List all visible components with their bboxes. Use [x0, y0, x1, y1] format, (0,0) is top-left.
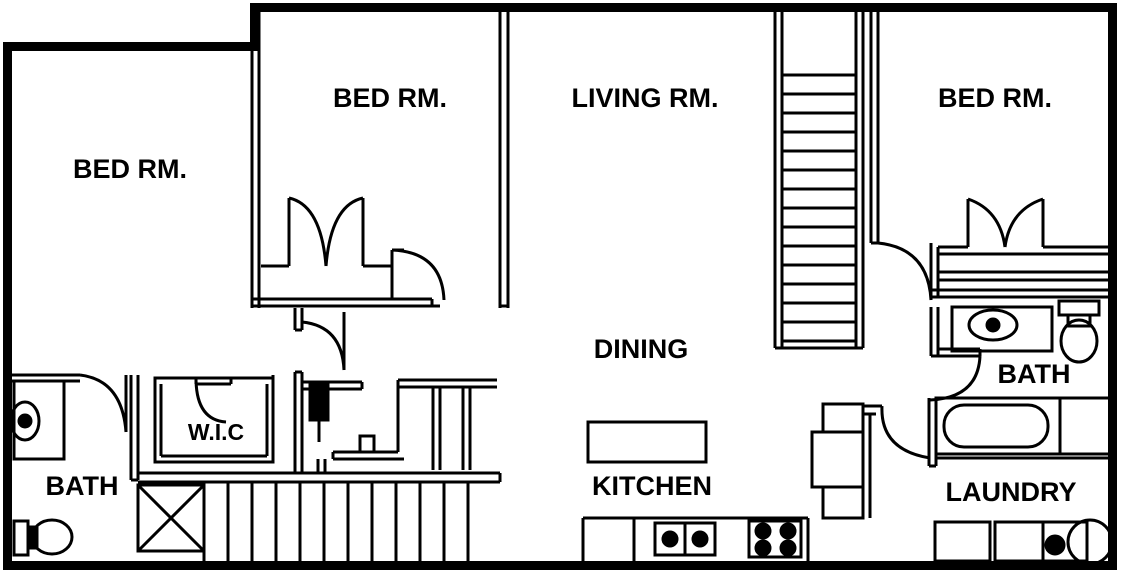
label-living-rm: LIVING RM. [572, 83, 719, 113]
bedroom-middle-closet [261, 196, 394, 299]
label-bed-rm-middle: BED RM. [333, 83, 447, 113]
room-labels: BED RM. BED RM. LIVING RM. BED RM. DININ… [46, 83, 1077, 507]
kitchen-sink [653, 521, 717, 557]
bedroom-middle-walls [250, 12, 510, 308]
kitchen-counter [581, 516, 810, 561]
label-bath-left: BATH [46, 471, 119, 501]
label-walk-in-closet: W.I.C [188, 419, 244, 445]
center-closet-shelving [293, 378, 497, 472]
bedroom-middle-door [390, 248, 446, 301]
label-bed-rm-left: BED RM. [73, 154, 187, 184]
staircase [773, 12, 865, 350]
label-laundry: LAUNDRY [946, 477, 1077, 507]
bath-right-toilet [1057, 299, 1101, 364]
kitchen-cooktop [747, 519, 803, 559]
label-dining: DINING [594, 334, 689, 364]
laundry-walls [927, 398, 1111, 468]
kitchen-island [586, 420, 708, 464]
walk-in-closet [129, 375, 275, 482]
bath-left-vanity [9, 379, 66, 461]
label-bed-rm-right: BED RM. [938, 83, 1052, 113]
bedroom-right-closet [929, 197, 1108, 299]
bath-right-vanity [950, 305, 1054, 353]
bath-left-toilet [12, 518, 74, 557]
label-kitchen: KITCHEN [592, 471, 712, 501]
laundry-appliances [933, 518, 1114, 566]
deck-hatching [138, 471, 502, 561]
exterior-walls [3, 3, 1117, 570]
refrigerator-pantry [810, 402, 931, 520]
label-bath-right: BATH [998, 359, 1071, 389]
